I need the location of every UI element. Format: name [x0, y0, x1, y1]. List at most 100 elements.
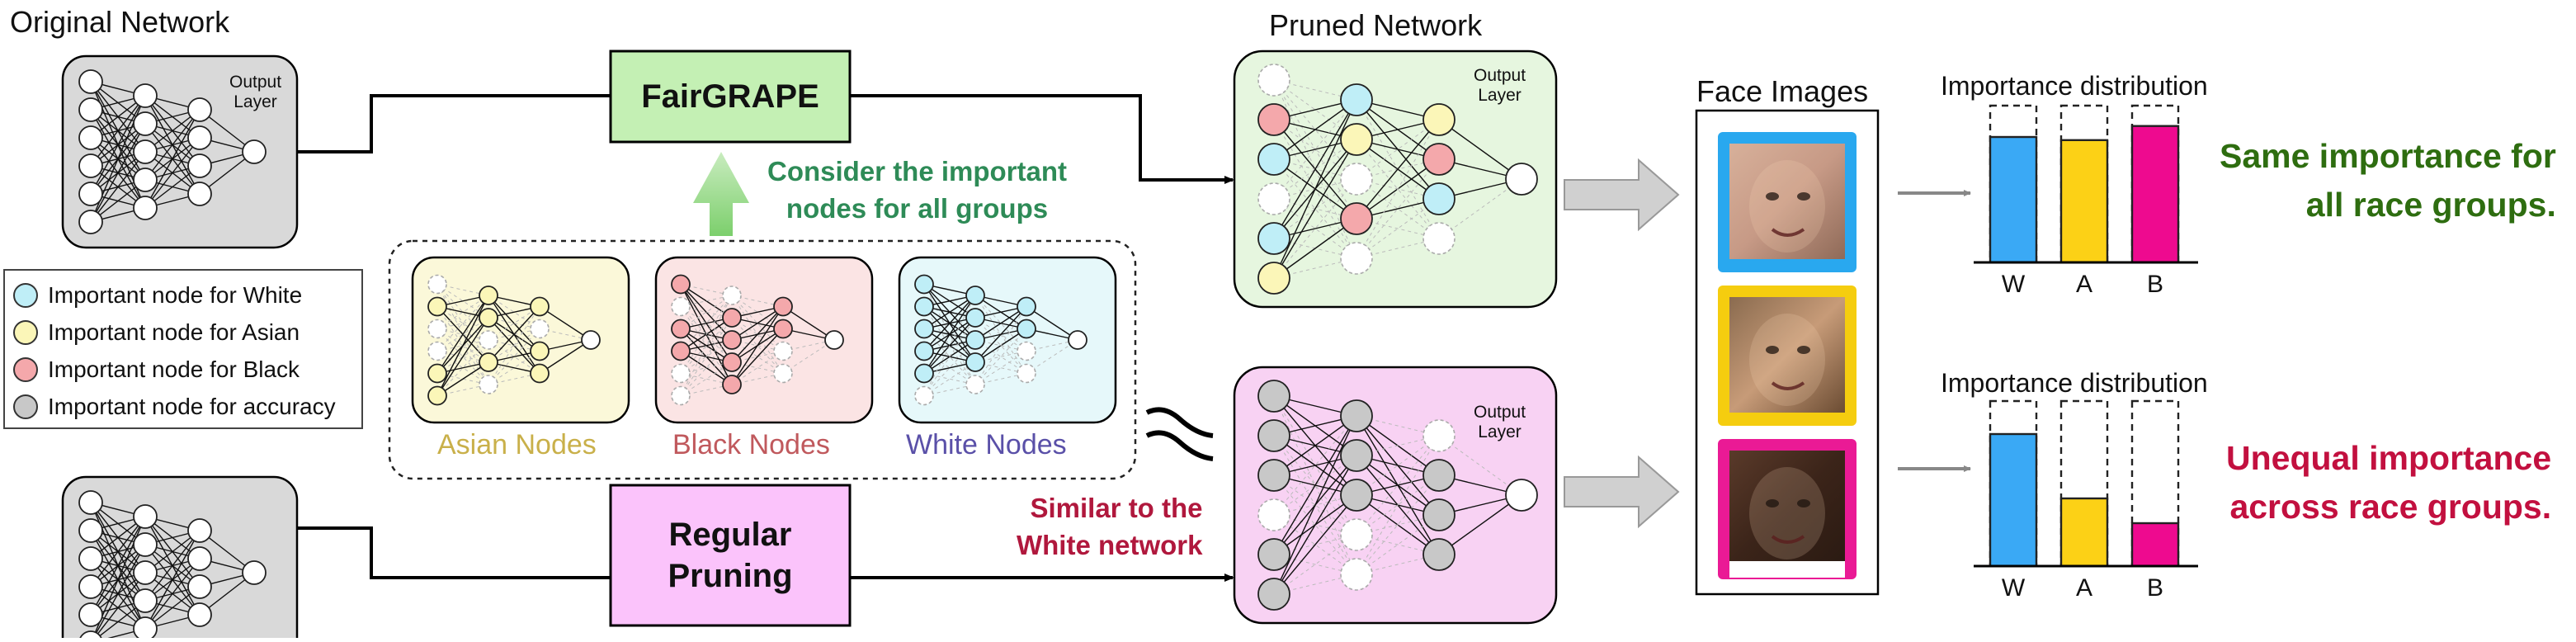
network-node — [965, 308, 985, 328]
connector-fairgrape-to-pruned — [850, 94, 1234, 184]
network-node — [722, 352, 742, 372]
legend-dot-icon — [13, 320, 38, 345]
network-node-pruned — [1340, 518, 1373, 551]
network-node — [427, 296, 447, 317]
network-edge — [144, 137, 201, 209]
network-node-pruned — [914, 385, 934, 406]
network-node — [187, 153, 212, 178]
network-node — [914, 319, 934, 339]
pruned-network-fair — [1233, 50, 1558, 309]
importance-title-bottom: Importance distribution — [1941, 368, 2208, 398]
face-shape — [1749, 314, 1825, 406]
network-node — [78, 602, 103, 627]
black-group-network — [654, 256, 874, 424]
network-edge — [1356, 119, 1440, 220]
network-box — [411, 256, 630, 424]
network-node — [530, 296, 550, 317]
asian-group-network — [411, 256, 630, 424]
network-edge — [923, 295, 976, 396]
network-node — [133, 196, 158, 220]
legend-item: Important node for Asian — [13, 316, 300, 349]
network-node — [671, 319, 691, 339]
network-edge — [144, 109, 201, 209]
network-node-pruned — [671, 385, 691, 406]
network-edge — [1356, 119, 1440, 259]
network-edge — [680, 284, 733, 341]
asian-nodes-label: Asian Nodes — [437, 429, 597, 460]
network-node-pruned — [1340, 163, 1373, 196]
network-node — [78, 490, 103, 515]
network-edge — [1273, 415, 1357, 476]
face-image-white — [1718, 132, 1857, 272]
network-edge — [1438, 119, 1522, 180]
network-node-pruned — [479, 375, 498, 394]
bar-B — [2130, 125, 2180, 264]
same-importance-caption: Same importance for all race groups. — [2220, 132, 2556, 230]
network-node-pruned — [773, 341, 793, 361]
network-node — [78, 518, 103, 543]
wave-line-icon — [1145, 430, 1214, 461]
network-edge — [436, 284, 489, 363]
network-node — [1257, 380, 1290, 413]
face-images-title: Face Images — [1696, 74, 1869, 108]
face-mouth-icon — [1771, 228, 1805, 237]
consider-line-2: nodes for all groups — [786, 192, 1049, 224]
face-image-asian — [1718, 286, 1857, 426]
network-edge — [1273, 99, 1357, 279]
network-node-pruned — [1017, 363, 1036, 384]
network-node — [1505, 479, 1538, 512]
network-node — [479, 352, 498, 372]
network-node — [242, 560, 267, 585]
wave-line-icon — [1145, 407, 1214, 438]
network-node — [671, 274, 691, 295]
network-edge — [1356, 474, 1440, 575]
network-node — [78, 546, 103, 571]
network-box — [61, 475, 299, 642]
network-node — [914, 341, 934, 361]
same-line-2: all race groups. — [2305, 186, 2556, 224]
tick-label: W — [2002, 574, 2026, 602]
network-edge — [488, 306, 540, 363]
network-edge — [680, 295, 733, 374]
similar-line-1: Similar to the — [1030, 493, 1203, 523]
network-node — [824, 330, 844, 350]
network-edge — [923, 295, 976, 330]
face-mouth-icon — [1771, 535, 1805, 544]
network-node — [722, 375, 742, 394]
network-node — [914, 296, 934, 317]
network-node — [427, 363, 447, 384]
network-node-pruned — [722, 286, 742, 305]
network-edge — [782, 305, 835, 341]
network-edge — [144, 109, 201, 181]
pruning-word: Pruning — [668, 558, 793, 594]
tick-label: A — [2076, 271, 2092, 298]
layer-label-word: Layer — [1478, 86, 1522, 105]
connector-original-to-regular — [297, 526, 611, 579]
network-node — [671, 341, 691, 361]
face-eye-icon — [1797, 192, 1810, 201]
connectors — [297, 50, 1971, 627]
network-edge — [436, 317, 489, 396]
network-edge — [488, 306, 540, 385]
network-node-pruned — [671, 296, 691, 317]
network-edge — [90, 95, 146, 195]
network-node — [530, 341, 550, 361]
face-photo-strip — [1729, 561, 1845, 578]
original-network-bottom — [61, 475, 299, 642]
original-network-top — [61, 54, 299, 249]
network-node — [1068, 330, 1087, 350]
network-node — [133, 168, 158, 192]
network-edge — [974, 306, 1027, 385]
network-node-pruned — [1340, 242, 1373, 275]
network-node — [1422, 459, 1455, 492]
network-edge — [144, 530, 201, 602]
network-node — [133, 588, 158, 613]
fairgrape-label: FairGRAPE — [641, 78, 819, 115]
bar-A — [2059, 139, 2109, 264]
network-node — [187, 182, 212, 206]
network-edge — [731, 328, 784, 385]
face-photo — [1729, 297, 1845, 413]
network-node-pruned — [1017, 341, 1036, 361]
network-node — [1422, 182, 1455, 215]
